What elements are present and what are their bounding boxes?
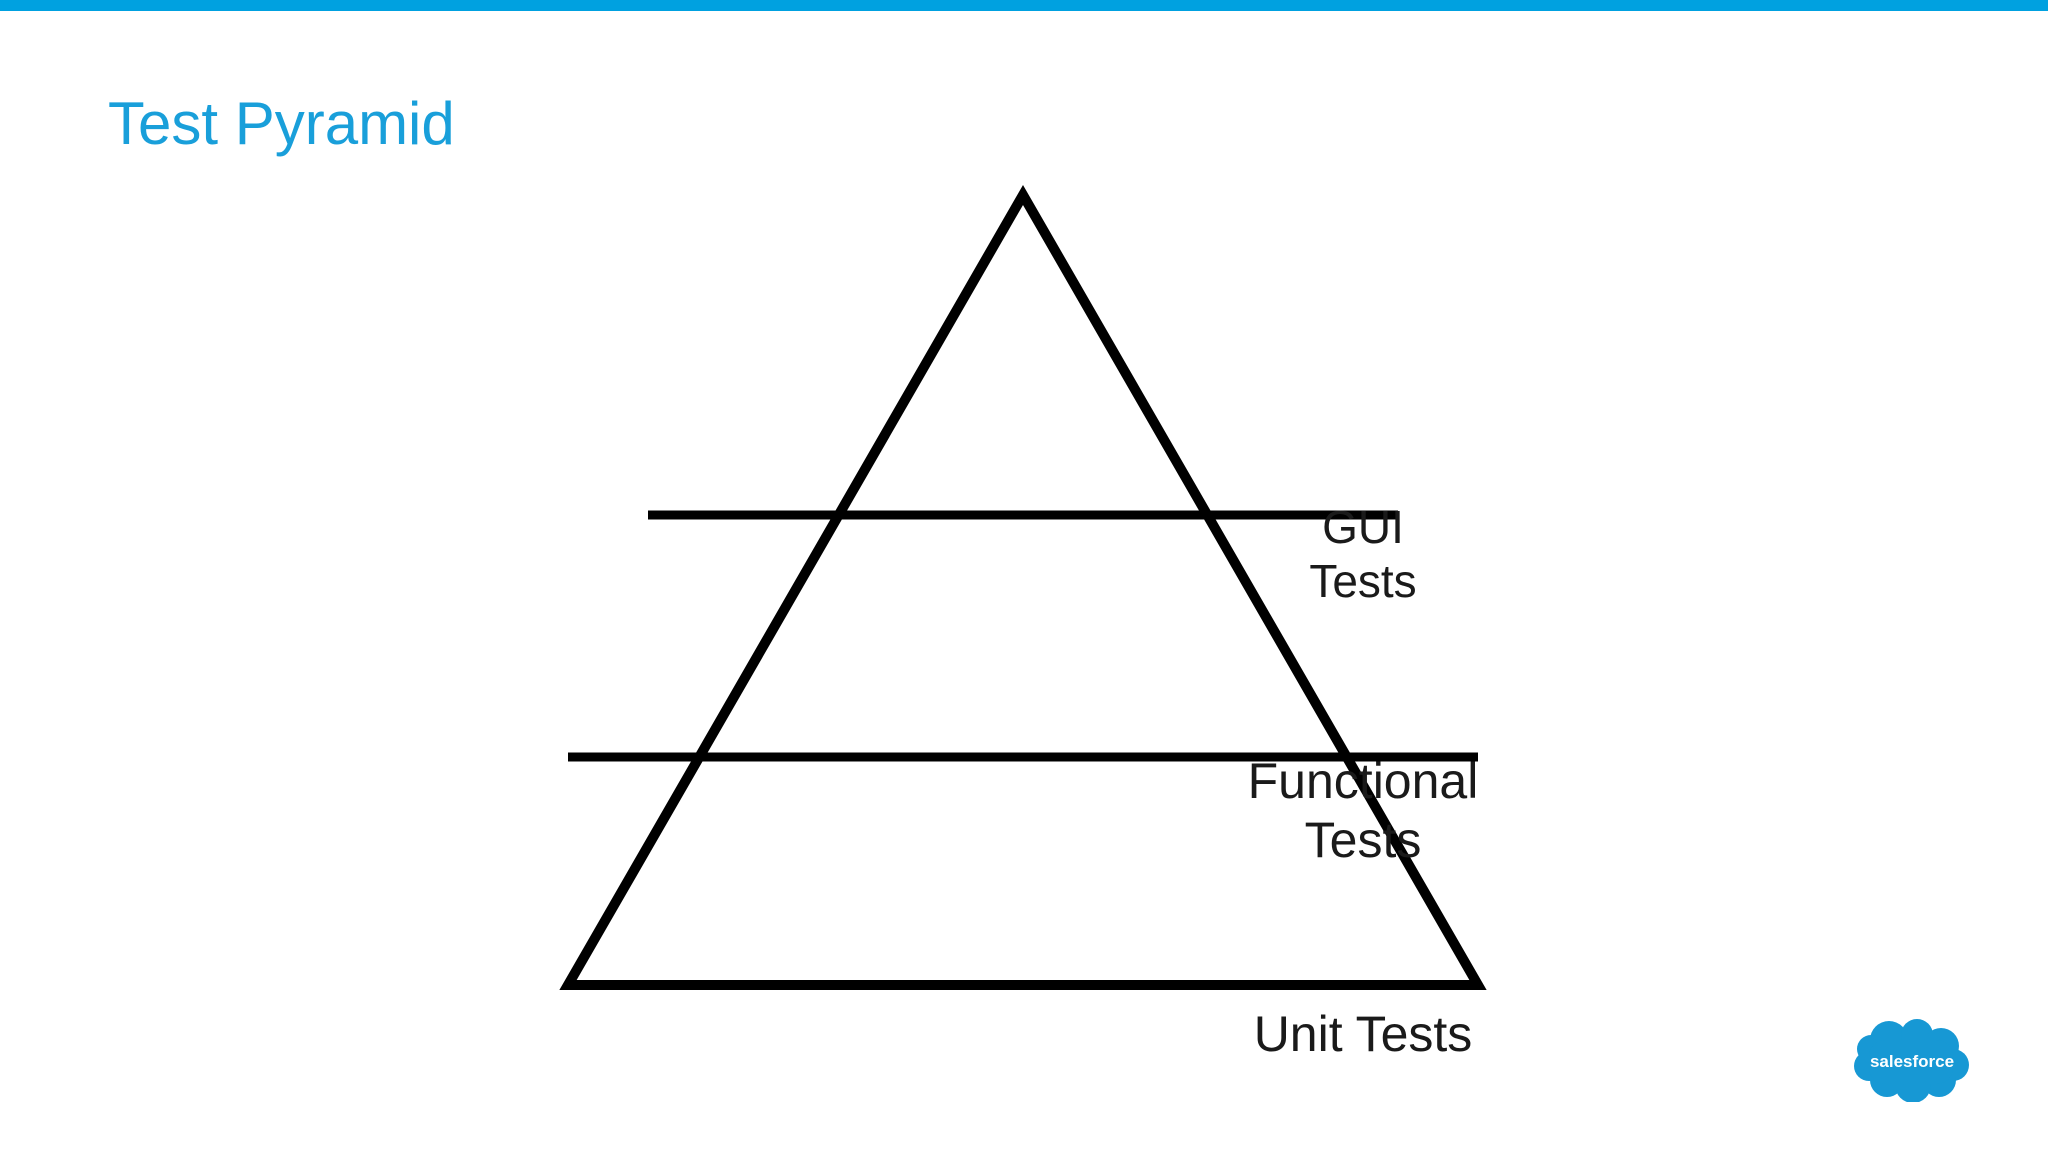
test-pyramid-diagram: GUI Tests Functional Tests Unit Tests [340, 180, 1680, 1120]
pyramid-tier-label-gui: GUI Tests [1309, 501, 1417, 608]
top-accent-bar [0, 0, 2048, 11]
pyramid-tier-label-unit: Unit Tests [1253, 1006, 1473, 1062]
pyramid-tier-label-functional: Functional Tests [1247, 753, 1479, 868]
page-title: Test Pyramid [108, 90, 455, 157]
cloud-shape [1854, 1019, 1969, 1102]
pyramid-shape [559, 184, 1487, 990]
salesforce-cloud-logo: salesforce [1853, 1018, 1971, 1102]
pyramid-outline [559, 184, 1487, 990]
salesforce-wordmark: salesforce [1870, 1052, 1954, 1071]
cloud-icon: salesforce [1854, 1019, 1969, 1102]
